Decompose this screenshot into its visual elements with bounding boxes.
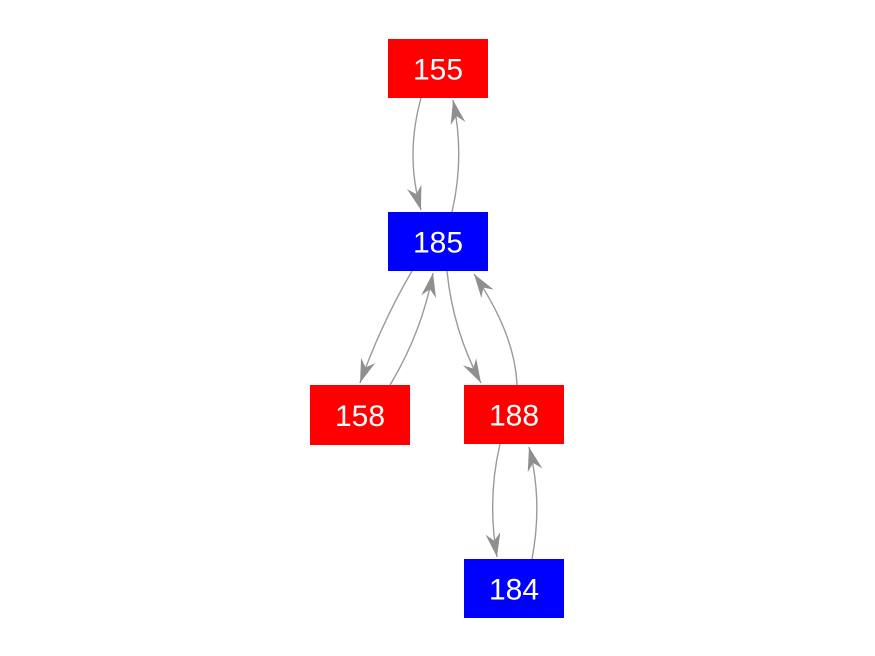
node-box-158: [310, 385, 410, 445]
node-label-158: 158: [335, 400, 385, 433]
edge-184-to-188: [527, 446, 543, 560]
node-label-184: 184: [489, 574, 539, 607]
edge-185-to-158: [359, 270, 413, 384]
edges-layer: [359, 97, 543, 560]
node-label-155: 155: [413, 54, 463, 87]
nodes-layer: 155 185 158 188 184: [310, 39, 564, 618]
node-label-188: 188: [489, 400, 539, 433]
graph-node-158: 158: [310, 385, 410, 445]
edge-155-to-185: [406, 97, 422, 211]
node-label-185: 185: [413, 227, 463, 260]
node-box-155: [388, 39, 488, 98]
graph-node-188: 188: [464, 385, 564, 444]
node-box-185: [388, 212, 488, 271]
edge-188-to-185: [473, 273, 518, 386]
graph-node-185: 185: [388, 212, 488, 271]
node-box-184: [464, 559, 564, 618]
node-box-188: [464, 385, 564, 444]
edge-185-to-188: [446, 270, 482, 384]
graph-node-155: 155: [388, 39, 488, 98]
edge-158-to-185: [389, 272, 436, 386]
graph-node-184: 184: [464, 559, 564, 618]
edge-185-to-155: [450, 99, 466, 213]
edge-188-to-184: [485, 443, 501, 558]
